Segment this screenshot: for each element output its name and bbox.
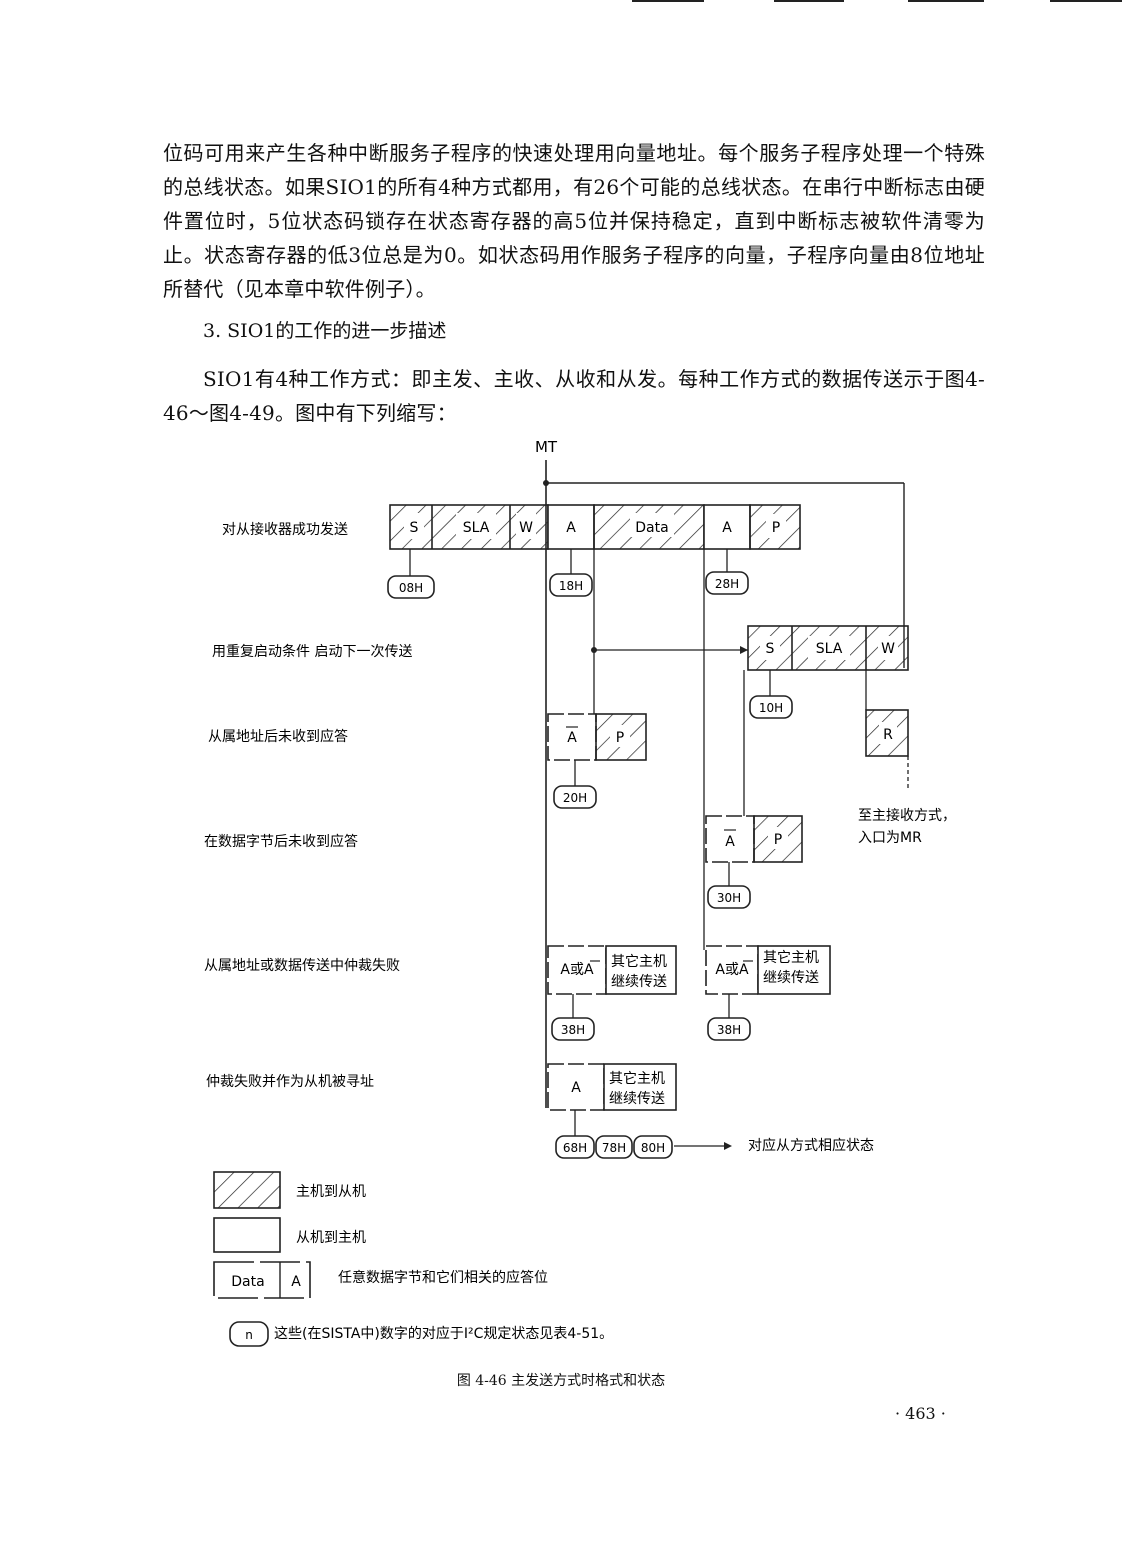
top-rule	[1050, 0, 1122, 2]
p-field: P	[772, 520, 780, 536]
other-master-block	[603, 1063, 677, 1111]
state-code: 30H	[717, 891, 741, 905]
a-bar-field: A	[725, 834, 735, 850]
to-mr-note: 入口为MR	[858, 830, 922, 846]
other-master-block	[757, 945, 831, 995]
state-code: 20H	[563, 791, 587, 805]
legend-label: 这些(在SISTA中)数字的对应于I²C规定状态见表4-51。	[274, 1325, 613, 1342]
row-label: 对从接收器成功发送	[222, 521, 348, 538]
state-code: 78H	[602, 1141, 626, 1155]
state-code-badge	[555, 1135, 595, 1159]
top-rule	[774, 0, 844, 2]
a-field: A	[566, 520, 576, 536]
row-label: 从属地址或数据传送中仲裁失败	[204, 958, 400, 974]
a-field: A	[722, 520, 732, 536]
other-master-text: 其它主机	[763, 949, 819, 966]
legend-label: 从机到主机	[296, 1230, 366, 1246]
legend-state-badge	[229, 1321, 269, 1347]
other-master-text: 继续传送	[763, 969, 819, 986]
a-or-abar-field: A或A	[560, 962, 594, 978]
state-code-badge	[595, 1135, 633, 1159]
r-field: R	[883, 727, 893, 743]
mt-label: MT	[535, 438, 558, 456]
section-heading: 3. SIO1的工作的进一步描述	[203, 320, 447, 342]
state-code-badge	[551, 1017, 595, 1041]
state-code: 38H	[717, 1023, 741, 1037]
w-field: W	[519, 520, 533, 536]
legend-label: 任意数据字节和它们相关的应答位	[338, 1269, 548, 1286]
legend-data-swatch	[213, 1261, 311, 1299]
legend-n-text: n	[245, 1328, 253, 1342]
sla-field: SLA	[816, 641, 843, 657]
state-code: 18H	[559, 579, 583, 593]
legend-a-text: A	[291, 1274, 301, 1290]
row-label: 用重复启动条件 启动下一次传送	[212, 643, 412, 660]
other-master-text: 其它主机	[611, 953, 667, 970]
p-field: P	[774, 832, 782, 848]
page-number: · 463 ·	[895, 1404, 946, 1423]
state-code-badge	[749, 695, 793, 719]
slave-to-master-block	[547, 945, 607, 995]
figure-caption: 图 4-46 主发送方式时格式和状态	[456, 1373, 666, 1389]
other-master-text: 继续传送	[611, 973, 667, 990]
other-master-text: 继续传送	[609, 1090, 665, 1107]
state-code: 68H	[563, 1141, 587, 1155]
w-field: W	[881, 641, 895, 657]
state-code-badge	[707, 885, 751, 909]
top-rule	[632, 0, 704, 2]
s-field: S	[410, 520, 419, 536]
slave-to-master-block	[547, 1063, 605, 1111]
state-code: 10H	[759, 701, 783, 715]
state-code-badge	[553, 785, 597, 809]
slave-mode-note: 对应从方式相应状态	[748, 1137, 874, 1154]
body-paragraph: 位码可用来产生各种中断服务子程序的快速处理用向量地址。每个服务子程序处理一个特殊…	[163, 141, 985, 301]
state-code: 08H	[399, 581, 423, 595]
other-master-block	[605, 945, 677, 995]
s-field: S	[766, 641, 775, 657]
top-rule	[908, 0, 984, 2]
sla-field: SLA	[463, 520, 490, 536]
a-bar-field: A	[567, 730, 577, 746]
slave-to-master-block	[703, 504, 751, 550]
legend-hatched-swatch	[213, 1171, 281, 1209]
body-paragraph: SIO1有4种工作方式：即主发、主收、从收和从发。每种工作方式的数据传送示于图4…	[163, 367, 985, 425]
row-label: 从属地址后未收到应答	[208, 728, 348, 745]
legend-data-text: Data	[231, 1274, 264, 1290]
state-code-badge	[705, 571, 749, 595]
state-code-badge	[387, 575, 435, 599]
data-field: Data	[635, 520, 668, 536]
p-field: P	[616, 730, 624, 746]
state-code: 28H	[715, 577, 739, 591]
state-code: 38H	[561, 1023, 585, 1037]
slave-to-master-block	[705, 815, 755, 863]
state-code-badge	[707, 1017, 751, 1041]
a-field: A	[571, 1080, 581, 1096]
other-master-text: 其它主机	[609, 1070, 665, 1087]
a-or-abar-field: A或A	[715, 962, 749, 978]
state-code-badge	[549, 573, 593, 597]
row-label: 仲裁失败并作为从机被寻址	[206, 1074, 374, 1090]
state-code-badge	[633, 1135, 673, 1159]
legend-label: 主机到从机	[296, 1184, 366, 1200]
legend-plain-swatch	[213, 1217, 281, 1253]
state-code: 80H	[641, 1141, 665, 1155]
row-label: 在数据字节后未收到应答	[204, 833, 358, 850]
to-mr-note: 至主接收方式，	[858, 807, 956, 824]
